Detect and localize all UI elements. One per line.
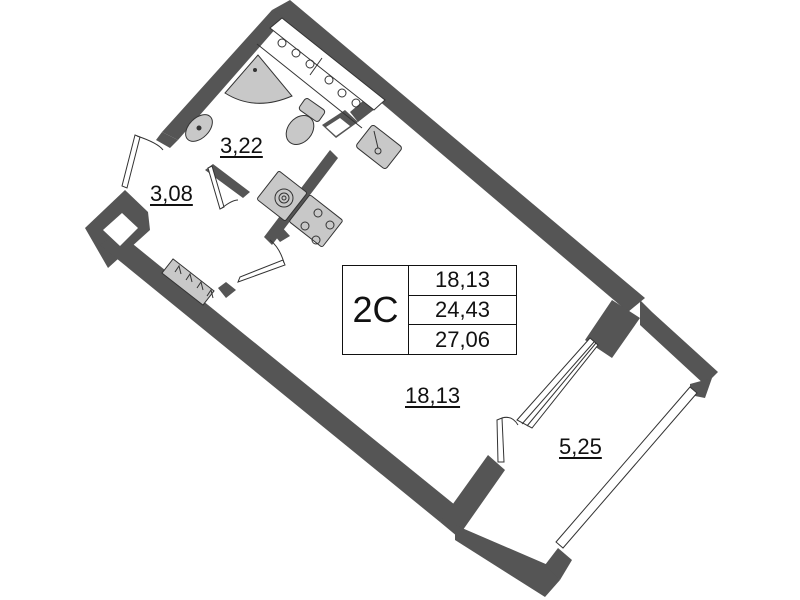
washbasin	[185, 114, 213, 142]
room-area-hallway: 3,08	[150, 181, 193, 206]
kitchen-sink	[356, 124, 402, 170]
toilet	[285, 98, 326, 145]
vent-shaft	[326, 118, 350, 136]
room-area-bathroom: 3,22	[220, 133, 263, 158]
apartment-type: 2С	[343, 266, 409, 354]
shaft	[103, 213, 138, 246]
shower-tray	[224, 54, 293, 104]
room-area-balcony: 5,25	[559, 434, 602, 459]
washing-machine	[257, 171, 307, 221]
room-area-living-room: 18,13	[405, 383, 461, 408]
total-area-value: 27,06	[434, 326, 491, 352]
walls	[85, 0, 718, 597]
radiator	[161, 258, 215, 306]
area-summary-table: 2С 18,13 24,43 27,06	[342, 265, 517, 355]
area-without-balcony-value: 24,43	[409, 296, 516, 326]
windows	[121, 134, 698, 549]
kitchen-counter	[256, 17, 386, 129]
stove	[289, 194, 343, 248]
living-area-value: 18,13	[409, 266, 516, 296]
